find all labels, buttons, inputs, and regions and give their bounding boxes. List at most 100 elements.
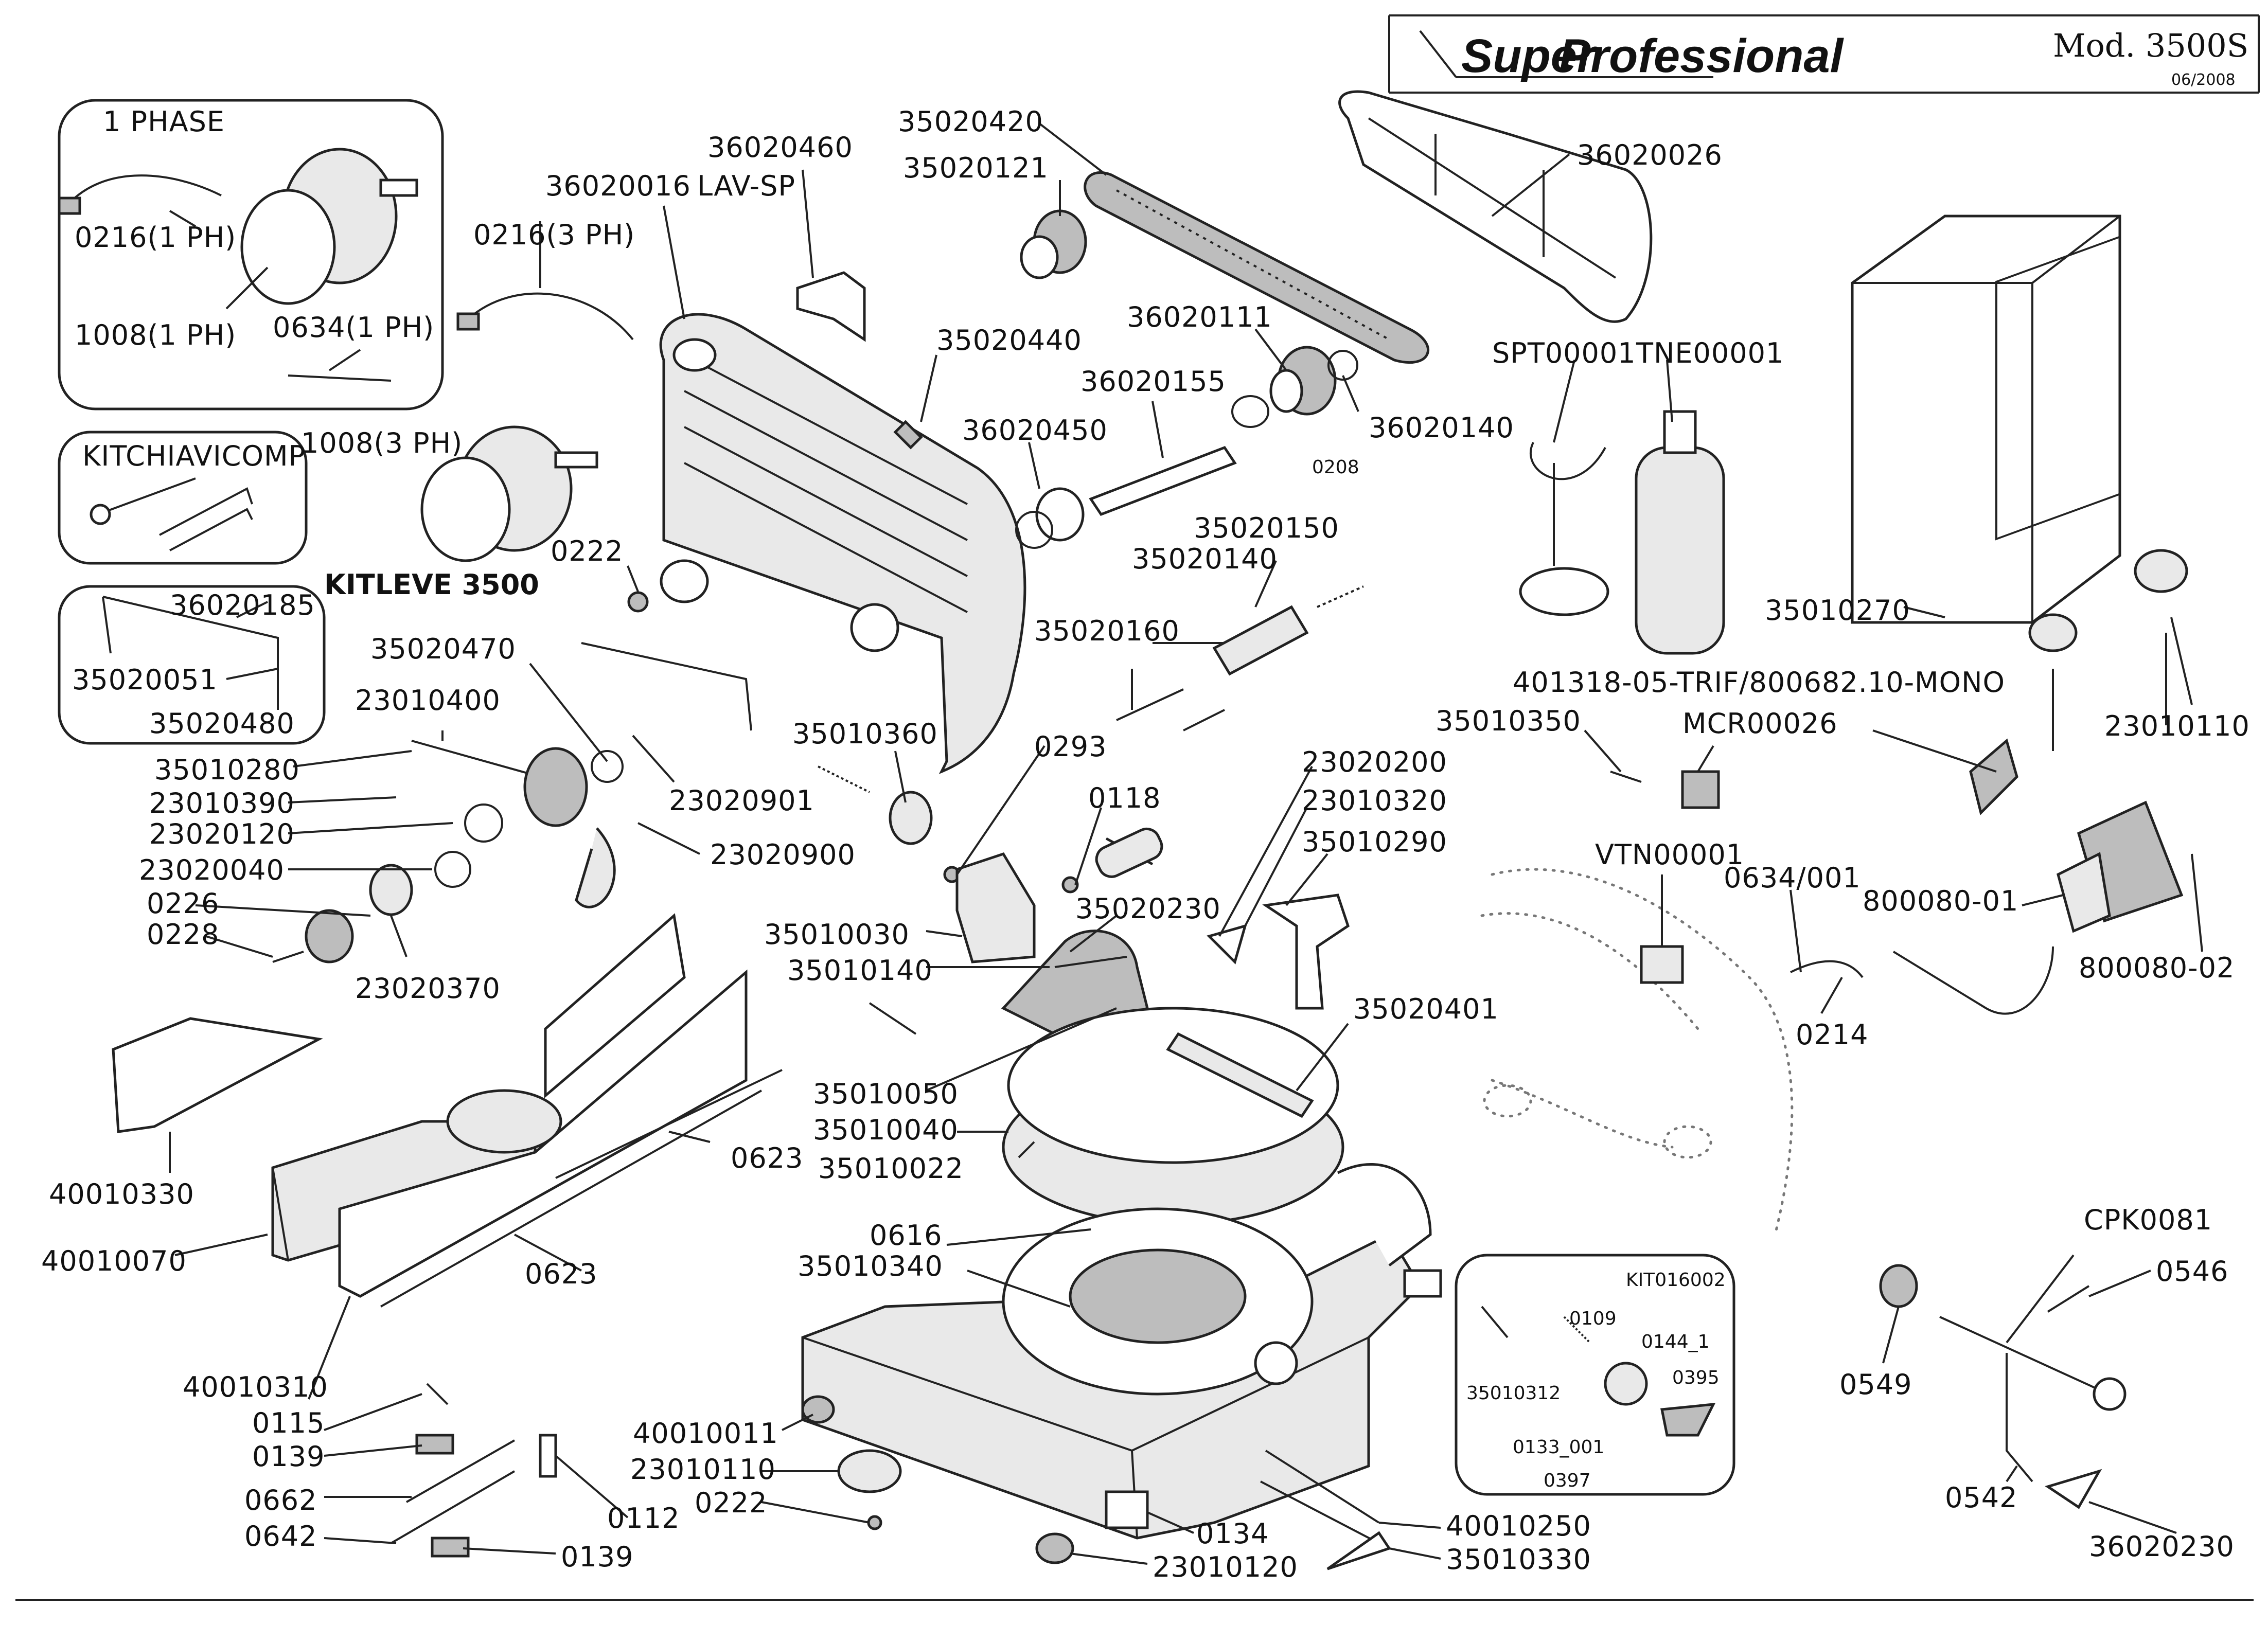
- label-kitleve-3500: KITLEVE 3500: [324, 568, 539, 601]
- label-0623-upper: 0623: [731, 1142, 803, 1174]
- label-35020140: 35020140: [1132, 543, 1278, 575]
- label-kit016002: KIT016002: [1626, 1270, 1726, 1291]
- block-0139b: [431, 1537, 470, 1558]
- one-phase-kit-box: [58, 99, 444, 410]
- switch-mcr00026: [1681, 770, 1720, 809]
- brand-super: Super: [1461, 30, 1598, 82]
- indicator-23020200: [1207, 924, 1247, 965]
- knob-0549: [1879, 1264, 1918, 1308]
- label-401318: 401318-05-TRIF/800682.10-MONO: [1513, 666, 2005, 699]
- label-35010030: 35010030: [764, 918, 910, 951]
- label-35020160: 35020160: [1034, 615, 1180, 647]
- label-23010400: 23010400: [355, 684, 501, 717]
- grip-800080: [1892, 946, 2054, 1015]
- model-number: Mod. 3500S: [2053, 27, 2248, 64]
- motor-3ph: [420, 425, 598, 562]
- label-40010011: 40010011: [633, 1417, 778, 1450]
- label-0112: 0112: [607, 1502, 680, 1534]
- label-35020150: 35020150: [1194, 512, 1339, 544]
- ring-small-36020450: [1015, 511, 1053, 549]
- label-23020900: 23020900: [710, 838, 856, 871]
- switch-401318: [1969, 738, 2018, 815]
- label-36020140: 36020140: [1369, 412, 1514, 444]
- label-0118: 0118: [1088, 782, 1161, 814]
- spring-0109: [1563, 1316, 1591, 1344]
- pin-35010050: [869, 1002, 917, 1035]
- nut-0222: [867, 1515, 882, 1530]
- label-36020111: 36020111: [1127, 301, 1272, 333]
- rod-40010250: [1265, 1450, 1380, 1524]
- cabinet-35010270: [1851, 215, 2121, 624]
- label-0134: 0134: [1196, 1517, 1269, 1550]
- cap-23010110: [2134, 549, 2188, 593]
- label-23020370: 23020370: [355, 972, 501, 1005]
- bolt-35020160: [1116, 688, 1184, 721]
- header-frame: Super Professional Mod. 3500S 06/2008: [1388, 14, 2260, 94]
- label-tne00001: TNE00001: [1636, 337, 1784, 369]
- label-0542: 0542: [1945, 1481, 2017, 1514]
- label-0139-upper: 0139: [252, 1440, 325, 1473]
- label-23020120: 23020120: [149, 818, 295, 850]
- pulley-36020111: [1269, 346, 1337, 416]
- protractor-35020230: [1001, 930, 1149, 1041]
- label-35010290: 35010290: [1302, 826, 1447, 858]
- label-0144-1: 0144_1: [1641, 1331, 1710, 1352]
- rod-0662: [406, 1439, 515, 1503]
- label-0549: 0549: [1839, 1368, 1912, 1401]
- label-35010270: 35010270: [1765, 594, 1910, 627]
- handle-kit-box: [1455, 1254, 1735, 1496]
- knob-35010360: [889, 791, 933, 845]
- label-36020450: 36020450: [962, 414, 1108, 447]
- pin-35010312: [1481, 1306, 1509, 1338]
- label-36020016: 36020016: [545, 170, 691, 202]
- label-800080-02: 800080-02: [2079, 952, 2235, 984]
- label-35010040: 35010040: [813, 1114, 959, 1146]
- label-1008-3ph: 1008(3 PH): [301, 427, 463, 459]
- spray-holder: [1519, 442, 1609, 616]
- lever-arm-kitleve: [581, 642, 752, 731]
- belt-cover-36020026: [1338, 90, 1653, 323]
- foot-23010120: [1035, 1532, 1074, 1564]
- label-cpk0081: CPK0081: [2084, 1204, 2212, 1236]
- plug-0134: [1105, 1490, 1149, 1529]
- handle-0395: [1660, 1403, 1716, 1437]
- label-0214: 0214: [1796, 1019, 1868, 1051]
- belt-35020420: [1084, 171, 1429, 364]
- label-0634-1ph: 0634(1 PH): [273, 311, 434, 344]
- bracket-36020460: [796, 271, 866, 342]
- model-date: 06/2008: [2171, 71, 2236, 89]
- label-0616: 0616: [870, 1219, 942, 1252]
- label-35010340: 35010340: [798, 1250, 943, 1282]
- ring-36020140: [1327, 350, 1358, 381]
- label-0293: 0293: [1034, 730, 1107, 763]
- label-0222-top: 0222: [551, 535, 623, 567]
- label-35020470: 35020470: [370, 633, 516, 665]
- label-35010360: 35010360: [792, 718, 938, 750]
- base-40010011: [801, 1163, 1442, 1540]
- label-23020200: 23020200: [1302, 746, 1447, 778]
- knob-0144-1: [1604, 1362, 1648, 1406]
- blade-guard: [659, 313, 1026, 774]
- plate-40010330: [112, 1017, 323, 1133]
- label-0397: 0397: [1544, 1470, 1591, 1491]
- label-0222-bottom: 0222: [695, 1487, 767, 1519]
- lever-bar: [102, 596, 279, 710]
- label-0395: 0395: [1672, 1367, 1720, 1388]
- label-35010140: 35010140: [787, 954, 933, 987]
- label-35020051: 35020051: [72, 664, 218, 696]
- label-40010310: 40010310: [183, 1371, 328, 1403]
- washer-0222: [627, 591, 649, 613]
- tool-kit-box: [58, 431, 308, 565]
- ring-36020450: [1035, 487, 1085, 542]
- label-0226: 0226: [147, 887, 219, 920]
- label-23010390: 23010390: [149, 787, 295, 819]
- label-0216-1ph: 0216(1 PH): [75, 221, 236, 254]
- label-lav-sp: LAV-SP: [697, 170, 795, 202]
- label-35010350: 35010350: [1436, 705, 1581, 737]
- label-35010022: 35010022: [818, 1152, 964, 1185]
- spring-35010360: [818, 765, 870, 793]
- plug-3ph: [456, 312, 480, 331]
- label-23010120: 23010120: [1153, 1551, 1298, 1583]
- lever-kit-box: [58, 585, 326, 745]
- switch-vtn00001: [1640, 945, 1684, 984]
